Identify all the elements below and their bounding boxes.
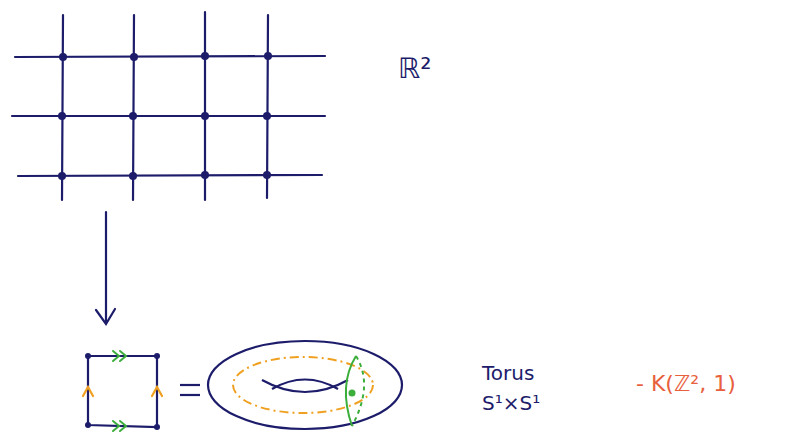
space-formula: S¹×S¹ [482,392,540,414]
torus [208,341,402,429]
plane-grid [12,12,325,200]
space-name: Torus [482,362,534,384]
equals-sign [180,385,200,395]
classifying-note: - K(ℤ², 1) [636,372,736,396]
quotient-arrow [96,212,115,324]
space-label: ℝ² [398,54,431,85]
fundamental-square [83,351,162,431]
lattice-points [58,52,272,180]
